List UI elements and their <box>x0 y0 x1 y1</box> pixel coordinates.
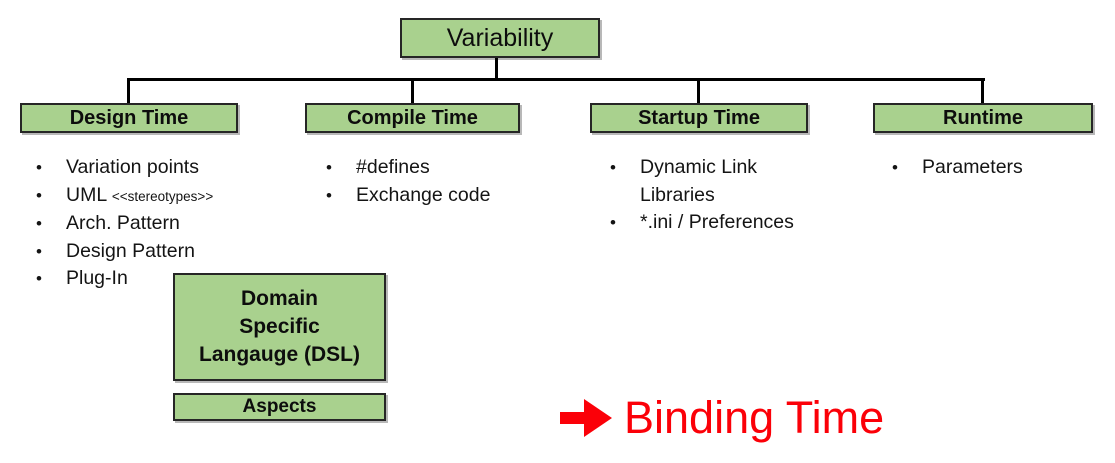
right-arrow-icon <box>560 399 612 437</box>
bullet-icon: • <box>36 158 42 177</box>
list-item: • Variation points <box>28 154 298 182</box>
variability-box: Variability <box>400 18 600 58</box>
list-item-label: Arch. Pattern <box>66 212 180 234</box>
connector-trunk <box>495 58 498 80</box>
list-item-label: #defines <box>356 156 430 178</box>
connector-drop-compile <box>411 80 414 103</box>
list-item-label: Design Pattern <box>66 239 195 262</box>
list-item: • Arch. Pattern <box>28 210 298 238</box>
list-item-label: Parameters <box>922 156 1023 178</box>
dsl-box-line: Langauge (DSL) <box>199 343 360 366</box>
bullet-icon: • <box>892 158 898 177</box>
compile-time-list: • #defines • Exchange code <box>318 154 548 209</box>
startup-time-list: • Dynamic Link Libraries • *.ini / Prefe… <box>602 154 802 237</box>
connector-drop-runtime <box>981 80 984 103</box>
design-time-list: • Variation points • UML <<stereotypes>>… <box>28 154 298 293</box>
aspects-box: Aspects <box>173 393 386 421</box>
header-box-design-time: Design Time <box>20 103 238 133</box>
list-item: • Design Pattern <box>28 238 298 266</box>
bullet-icon: • <box>36 185 42 205</box>
dsl-box-line: Domain <box>240 287 318 310</box>
bullet-icon: • <box>326 158 332 177</box>
dsl-box-line: Specific <box>239 315 320 338</box>
bullet-icon: • <box>610 158 616 177</box>
bullet-icon: • <box>326 185 332 205</box>
list-item: • UML <<stereotypes>> <box>28 182 298 211</box>
header-box-runtime: Runtime <box>873 103 1093 133</box>
connector-drop-startup <box>697 80 700 103</box>
list-item: • Parameters <box>884 154 1104 182</box>
list-item-label: Dynamic Link Libraries <box>640 156 758 206</box>
bullet-icon: • <box>36 241 42 261</box>
connector-horizontal <box>127 78 985 81</box>
list-item: • #defines <box>318 154 548 182</box>
list-item-label: Variation points <box>66 156 199 178</box>
list-item-suffix: <<stereotypes>> <box>111 188 214 204</box>
list-item: • Plug-In <box>28 265 298 293</box>
binding-time-annotation: Binding Time <box>560 394 884 442</box>
bullet-icon: • <box>36 214 42 233</box>
list-item-label: Plug-In <box>66 267 128 289</box>
list-item-label: Exchange code <box>356 183 491 206</box>
list-item-label: *.ini / Preferences <box>640 211 794 233</box>
list-item: • Exchange code <box>318 182 548 210</box>
bullet-icon: • <box>610 213 616 232</box>
runtime-list: • Parameters <box>884 154 1104 182</box>
header-box-compile-time: Compile Time <box>305 103 520 133</box>
list-item-label: UML <box>66 183 107 206</box>
header-box-startup-time: Startup Time <box>590 103 808 133</box>
connector-drop-design <box>127 80 130 103</box>
binding-time-label: Binding Time <box>624 392 885 443</box>
dsl-box: Domain Specific Langauge (DSL) <box>173 273 386 381</box>
bullet-icon: • <box>36 269 42 288</box>
list-item: • *.ini / Preferences <box>602 209 802 237</box>
list-item: • Dynamic Link Libraries <box>602 154 802 209</box>
